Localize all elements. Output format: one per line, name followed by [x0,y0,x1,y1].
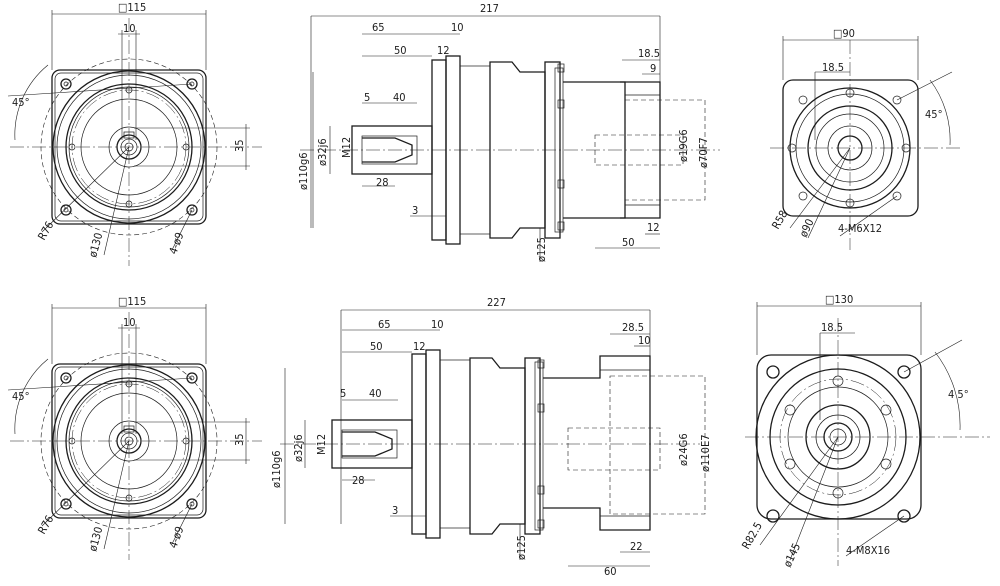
holes-label: 4-ø9 [167,525,187,550]
thread-depth-label: 28 [376,176,389,189]
input-flange-label: 12 [647,221,660,234]
input-bore-label: ø19G6 [677,129,690,162]
rear-offset-label: 18.5 [821,321,843,334]
rear-view-bottom: □130 18.5 4 5° R82.5 ø145 4-M8X16 [739,293,990,569]
body-dia-label: ø125 [535,237,548,262]
input-depth-label: 18.5 [638,47,660,60]
thread-label: M12 [315,434,328,455]
key-width-label: 10 [123,316,136,329]
front-view-top: □115 10 45° 35 R76 ø130 4-ø9 [7,1,263,267]
thread-label: M12 [340,137,353,158]
front-view-bottom: □115 10 45° 35 R76 ø130 4-ø9 [7,295,263,561]
shaft-length-label: 50 [370,340,383,353]
square-label: □115 [118,1,146,14]
flange-offset-label: 65 [378,318,391,331]
angle-label: 45° [12,390,30,403]
angle-label: 45° [12,96,30,109]
rear-pcd-label: ø90 [797,217,817,239]
bolt-circle-label: ø130 [86,231,105,258]
input-pilot-label: ø70F7 [697,137,710,168]
key-offset-label: 5 [364,91,370,104]
key-height-label: 35 [233,433,246,446]
flange-offset-label: 65 [372,21,385,34]
rear-angle-label: 4 5° [948,388,969,401]
rear-radius-label: R82.5 [739,520,765,552]
input-length-label: 60 [604,565,617,578]
shoulder-label: 12 [413,340,426,353]
rear-view-top: □90 18.5 45° R58 ø90 4-M6X12 [769,27,960,250]
shaft-dia-label: ø32j6 [316,138,329,166]
spigot-label: 3 [412,204,418,217]
side-section-top: 217 65 10 50 12 5 40 ø110g6 ø32j6 M12 28… [297,2,721,262]
key-height-label: 35 [233,139,246,152]
side-section-bottom: 227 65 10 50 12 5 40 ø110g6 ø32j6 M12 28… [270,296,712,578]
rear-square-label: □90 [833,27,855,40]
square-label: □115 [118,295,146,308]
radius-label: R76 [35,513,56,536]
spigot-label: 3 [392,504,398,517]
input-step-label: 9 [650,62,656,75]
rear-holes-label: 4-M6X12 [838,222,882,235]
flange-thickness-label: 10 [431,318,444,331]
pilot-dia-label: ø110g6 [270,450,283,488]
body-dia-label: ø125 [515,535,528,560]
input-length-label: 50 [622,236,635,249]
thread-depth-label: 28 [352,474,365,487]
overall-length-label: 227 [487,296,506,309]
rear-holes-label: 4-M8X16 [846,544,890,557]
key-length-label: 40 [393,91,406,104]
input-step-label: 10 [638,334,651,347]
input-pilot-label: ø110E7 [699,435,712,473]
rear-radius-label: R58 [769,208,790,231]
rear-angle-label: 45° [925,108,943,121]
key-width-label: 10 [123,22,136,35]
key-length-label: 40 [369,387,382,400]
shaft-length-label: 50 [394,44,407,57]
holes-label: 4-ø9 [167,231,187,256]
rear-offset-label: 18.5 [822,61,844,74]
radius-label: R76 [35,219,56,242]
rear-square-label: □130 [825,293,853,306]
overall-length-label: 217 [480,2,499,15]
input-bore-label: ø24G6 [677,433,690,466]
shoulder-label: 12 [437,44,450,57]
key-offset-label: 5 [340,387,346,400]
flange-thickness-label: 10 [451,21,464,34]
bolt-circle-label: ø130 [86,525,105,552]
pilot-dia-label: ø110g6 [297,152,310,190]
input-depth-label: 28.5 [622,321,644,334]
rear-pcd-label: ø145 [781,541,803,569]
input-flange-label: 22 [630,540,643,553]
shaft-dia-label: ø32j6 [292,434,305,462]
